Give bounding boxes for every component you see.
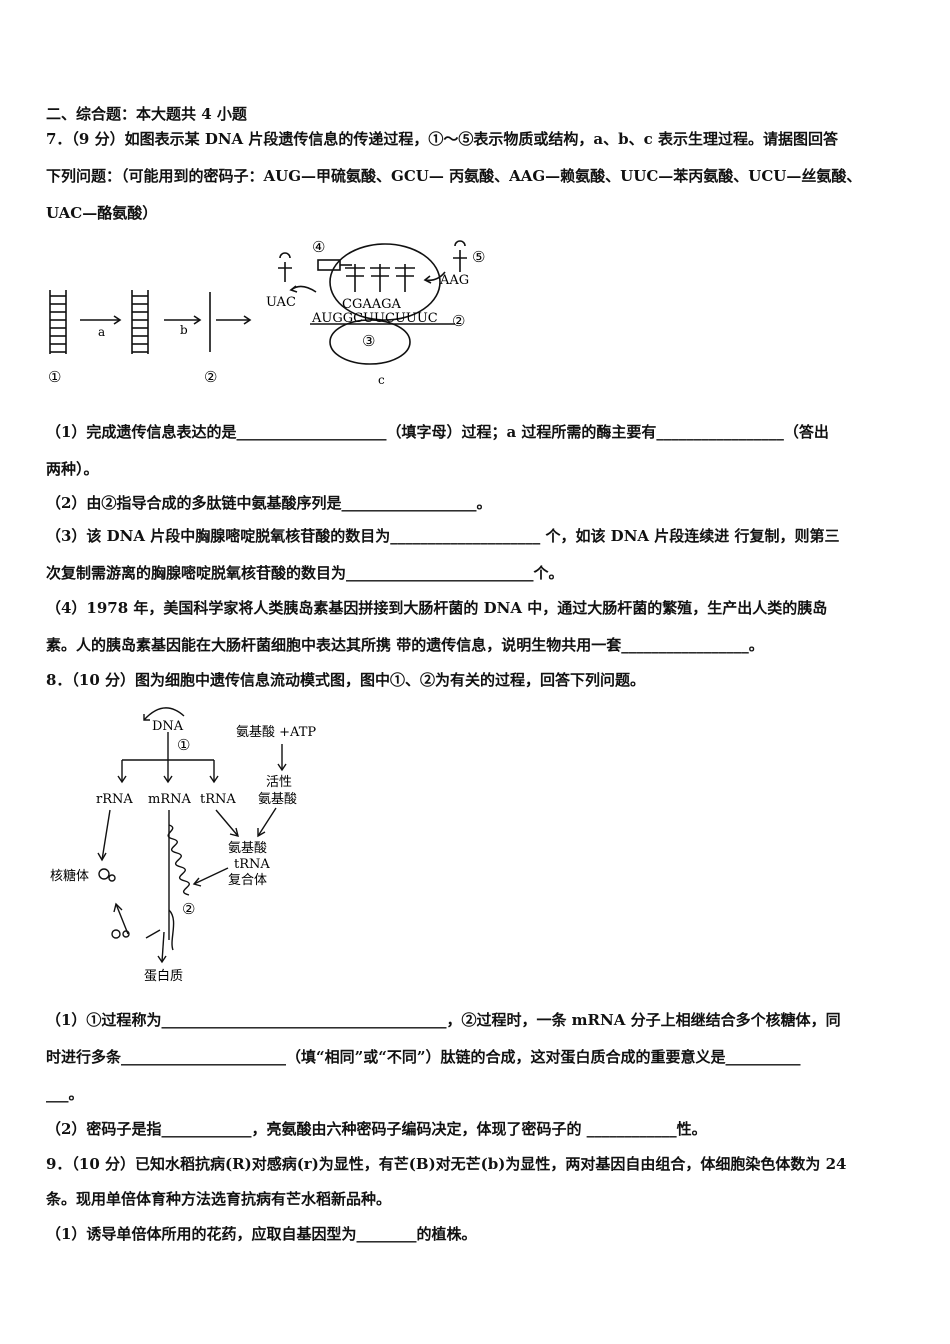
uac-label: UAC: [266, 295, 296, 310]
marker-1: ①: [48, 368, 61, 386]
q8-part1-line2: 时进行多条______________________（填“相同”或“不同”）肽…: [46, 1048, 801, 1066]
q9-part1: （1）诱导单倍体所用的花药，应取自基因型为________的植株。: [46, 1225, 477, 1243]
complex-label-1: 氨基酸: [228, 841, 267, 856]
anticodon-label: CGAAGA: [342, 297, 401, 312]
q7-part4-line1: （4）1978 年，美国科学家将人类胰岛素基因拼接到大肠杆菌的 DNA 中，通过…: [46, 599, 828, 617]
marker-5: ⑤: [472, 248, 485, 266]
q7-stem-line1: 7．（9 分）如图表示某 DNA 片段遗传信息的传递过程，①～⑤表示物质或结构，…: [46, 130, 838, 148]
process-c-label: c: [378, 373, 385, 387]
marker-2: ②: [182, 900, 195, 918]
mrna-label: mRNA: [148, 792, 191, 807]
q8-part1-line3: ___。: [46, 1085, 84, 1103]
mrna-sequence-label: AUGGCUUCUUUC: [311, 311, 438, 326]
marker-4: ④: [312, 238, 325, 256]
complex-label-3: 复合体: [228, 873, 267, 888]
q7-dna-transcription-translation-figure: a b c ① ② ④ ⑤ ③ ② UAC AAG CGAAGA AUGGCUU…: [48, 238, 485, 387]
active-label-2: 氨基酸: [258, 792, 297, 807]
q7-part3-line1: （3）该 DNA 片段中胸腺嘧啶脱氧核苷酸的数目为_______________…: [46, 527, 840, 545]
q7-part3-line2: 次复制需游离的胸腺嘧啶脱氧核苷酸的数目为____________________…: [46, 564, 564, 582]
complex-label-2: tRNA: [234, 857, 270, 872]
q7-part1-line2: 两种）。: [46, 460, 99, 478]
marker-2: ②: [204, 368, 217, 386]
marker-1: ①: [177, 736, 190, 754]
q8-part1-line1: （1）①过程称为________________________________…: [46, 1011, 841, 1029]
q7-stem-line2: 下列问题：（可能用到的密码子：AUG—甲硫氨酸、GCU— 丙氨酸、AAG—赖氨酸…: [46, 167, 862, 185]
marker-2-mrna: ②: [452, 312, 465, 330]
amino-acid-atp-label: 氨基酸 +ATP: [236, 725, 316, 740]
rrna-label: rRNA: [96, 792, 133, 807]
ribosome-label: 核糖体: [50, 868, 89, 884]
marker-3: ③: [362, 332, 375, 350]
q9-stem-line1: 9．（10 分）已知水稻抗病(R)对感病(r)为显性，有芒(B)对无芒(b)为显…: [46, 1155, 847, 1173]
q7-part2: （2）由②指导合成的多肽链中氨基酸序列是__________________。: [46, 494, 492, 512]
process-a-label: a: [98, 325, 105, 339]
q9-stem-line2: 条。现用单倍体育种方法选育抗病有芒水稻新品种。: [46, 1190, 392, 1208]
q8-stem: 8．（10 分）图为细胞中遗传信息流动模式图，图中①、②为有关的过程，回答下列问…: [46, 671, 646, 689]
dna-label: DNA: [152, 719, 184, 734]
q7-part4-line2: 素。人的胰岛素基因能在大肠杆菌细胞中表达其所携 带的遗传信息，说明生物共用一套_…: [46, 636, 764, 654]
q7-stem-line3: UAC—酪氨酸）: [46, 204, 158, 222]
q8-genetic-info-flow-figure: DNA ① 氨基酸 +ATP 活性 氨基酸 rRNA mRNA tRNA 氨基酸…: [50, 707, 316, 984]
aag-label: AAG: [439, 273, 469, 288]
process-b-label: b: [180, 323, 188, 337]
section-title: 二、综合题：本大题共 4 小题: [46, 105, 247, 123]
q7-part1-line1: （1）完成遗传信息表达的是____________________（填字母）过程…: [46, 423, 829, 441]
q8-part2: （2）密码子是指____________，亮氨酸由六种密码子编码决定，体现了密码…: [46, 1120, 707, 1138]
protein-label: 蛋白质: [144, 968, 183, 984]
trna-label: tRNA: [200, 792, 236, 807]
active-label-1: 活性: [266, 775, 292, 790]
